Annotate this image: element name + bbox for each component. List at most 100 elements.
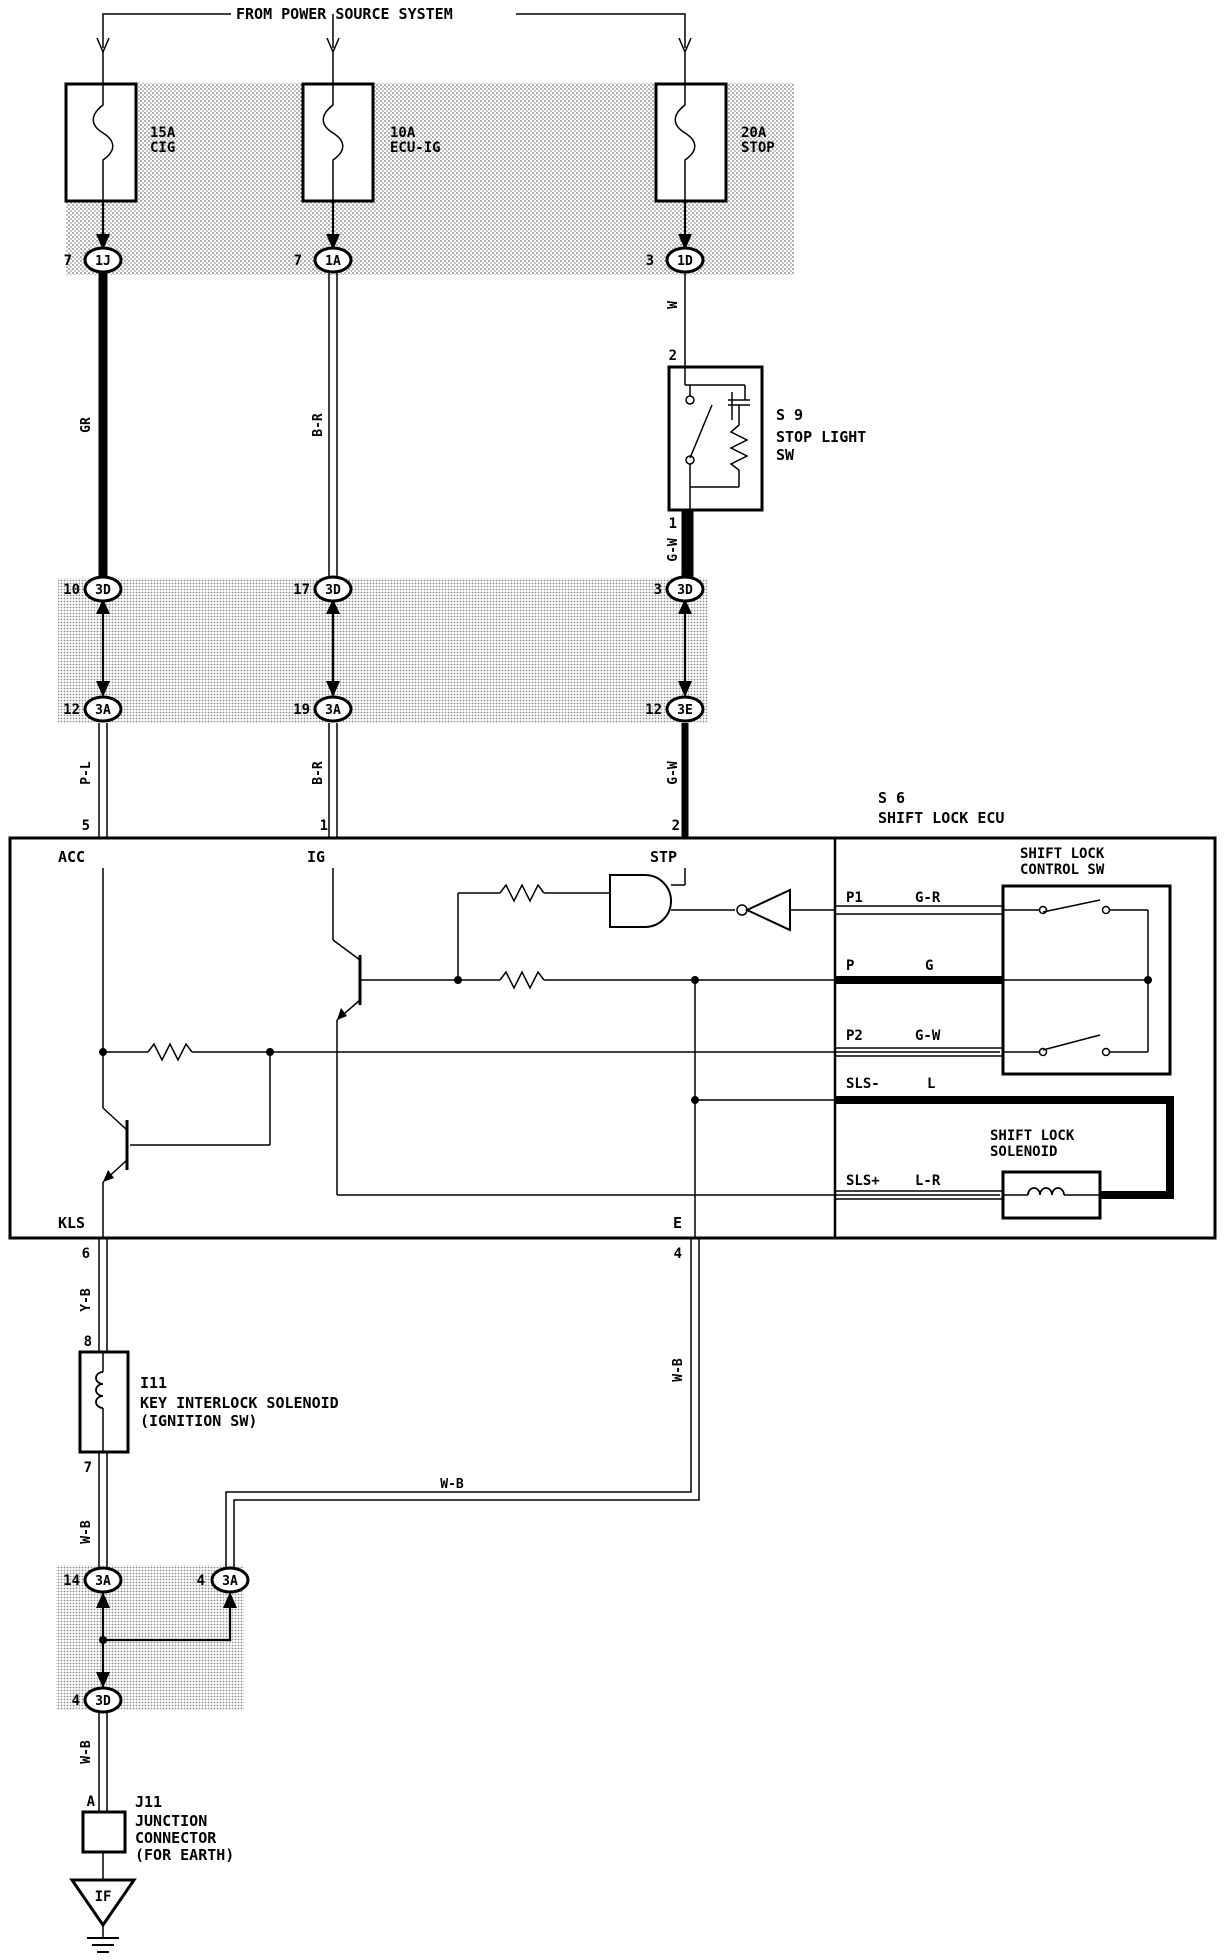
- fuse-ecu-ig: 10A ECU-IG: [301, 52, 441, 203]
- terminal-sls-plus: SLS+: [846, 1173, 880, 1189]
- wire-label-g-w-upper: G-W: [666, 538, 681, 562]
- connector-c11-code: 3A: [222, 1574, 238, 1589]
- terminal-p1-color: G-R: [915, 890, 941, 906]
- fuse-stop-rating: 20A: [741, 125, 767, 141]
- j11-name-1: JUNCTION: [135, 1812, 207, 1830]
- wire-w-b-e: [225, 1238, 700, 1567]
- connector-c1: 1J 7: [64, 246, 123, 274]
- junction-block-shade-bottom: [56, 1565, 244, 1710]
- connector-c10-code: 3A: [95, 1574, 111, 1589]
- connector-c5-pin: 17: [293, 582, 310, 598]
- terminal-p2: P2: [846, 1028, 863, 1044]
- terminal-p: P: [846, 958, 854, 974]
- key-interlock-solenoid: 8 7 I11 KEY INTERLOCK SOLENOID (IGNITION…: [78, 1334, 339, 1476]
- fuse-stop-name: STOP: [741, 140, 775, 156]
- fuse-ecu-ig-name: ECU-IG: [390, 140, 441, 156]
- connector-c4-code: 3D: [95, 583, 111, 598]
- control-sw-label-2: CONTROL SW: [1020, 862, 1105, 878]
- ecu-name: SHIFT LOCK ECU: [878, 809, 1004, 827]
- connector-c8-code: 3A: [325, 703, 341, 718]
- connector-c3-pin: 3: [646, 253, 654, 269]
- connector-c7: 3A 12: [63, 695, 123, 723]
- solenoid-label-1: SHIFT LOCK: [990, 1128, 1075, 1144]
- connector-c3-code: 1D: [677, 254, 693, 269]
- terminal-sls-minus: SLS-: [846, 1076, 880, 1092]
- wire-label-b-r-upper: B-R: [311, 413, 326, 437]
- j11-name-2: CONNECTOR: [135, 1829, 217, 1847]
- ecu-terminal-acc: ACC: [58, 848, 85, 866]
- connector-c8: 3A 19: [293, 695, 353, 723]
- stop-switch-name-1: STOP LIGHT: [776, 428, 866, 446]
- wire-label-b-r-lower: B-R: [311, 761, 326, 785]
- wire-w-b-bottom: [98, 1712, 108, 1812]
- fuse-ecu-ig-rating: 10A: [390, 125, 416, 141]
- wire-label-w-b-horizontal: W-B: [440, 1477, 464, 1492]
- terminal-p-color: G: [925, 958, 933, 974]
- fuse-cig-rating: 15A: [150, 125, 176, 141]
- connector-c10: 3A 14: [63, 1566, 123, 1594]
- connector-c4-pin: 10: [63, 582, 80, 598]
- ecu-code: S 6: [878, 789, 905, 807]
- connector-c10-pin: 14: [63, 1573, 80, 1589]
- control-sw-label-1: SHIFT LOCK: [1020, 846, 1105, 862]
- junction-arrows-middle: [96, 599, 692, 697]
- wire-label-w-b-e: W-B: [671, 1358, 686, 1382]
- ecu-terminal-ig: IG: [307, 848, 325, 866]
- connector-c6-code: 3D: [677, 583, 693, 598]
- connector-c8-pin: 19: [293, 702, 310, 718]
- ecu-terminal-stp: STP: [650, 848, 677, 866]
- stop-light-switch: 2 1 S 9 STOP LIGHT SW: [667, 348, 866, 532]
- connector-c6: 3D 3: [654, 575, 705, 603]
- j11-name-3: (FOR EARTH): [135, 1846, 234, 1864]
- stop-switch-code: S 9: [776, 406, 803, 424]
- ecu-pin-ig: 1: [320, 818, 328, 834]
- ecu-terminal-e: E: [673, 1214, 682, 1232]
- ecu-terminal-kls: KLS: [58, 1214, 85, 1232]
- wire-label-w-b-bottom: W-B: [79, 1740, 94, 1764]
- wire-y-b: [98, 1238, 108, 1352]
- wire-label-g-w-lower: G-W: [666, 761, 681, 785]
- ecu-pin-stp: 2: [672, 818, 680, 834]
- i11-pin-bottom: 7: [84, 1460, 92, 1476]
- connector-c12-pin: 4: [72, 1693, 80, 1709]
- connector-c1-code: 1J: [95, 254, 111, 269]
- connector-c2-pin: 7: [294, 253, 302, 269]
- power-source-header: FROM POWER SOURCE SYSTEM: [96, 5, 692, 54]
- shift-lock-control-switch: SHIFT LOCK CONTROL SW: [1001, 846, 1172, 1076]
- connector-c5-code: 3D: [325, 583, 341, 598]
- i11-name-1: KEY INTERLOCK SOLENOID: [140, 1394, 339, 1412]
- connector-c4: 3D 10: [63, 575, 123, 603]
- connector-c9-pin: 12: [645, 702, 662, 718]
- connector-c7-pin: 12: [63, 702, 80, 718]
- wire-label-w: W: [666, 301, 681, 309]
- connector-c6-pin: 3: [654, 582, 662, 598]
- wire-label-y-b: Y-B: [79, 1288, 94, 1312]
- connector-c9-code: 3E: [677, 703, 693, 718]
- j11-code: J11: [135, 1793, 162, 1811]
- wire-p-l: [98, 723, 108, 838]
- connector-c9: 3E 12: [645, 695, 705, 723]
- earth-code: IF: [95, 1889, 112, 1905]
- connector-c1-pin: 7: [64, 253, 72, 269]
- i11-pin-top: 8: [84, 1334, 92, 1350]
- connector-c12: 3D 4: [72, 1686, 123, 1714]
- junction-links-bottom: [96, 1592, 237, 1688]
- j11-pin: A: [87, 1794, 96, 1810]
- terminal-sls-minus-color: L: [927, 1076, 935, 1092]
- terminal-p1: P1: [846, 890, 863, 906]
- ecu-pin-acc: 5: [82, 818, 90, 834]
- power-source-label: FROM POWER SOURCE SYSTEM: [236, 5, 453, 23]
- connector-c12-code: 3D: [95, 1694, 111, 1709]
- shift-lock-solenoid: SHIFT LOCK SOLENOID: [990, 1128, 1102, 1220]
- stop-switch-pin-bottom: 1: [669, 516, 677, 532]
- fuse-cig: 15A CIG: [64, 52, 176, 203]
- terminal-p2-color: G-W: [915, 1028, 941, 1044]
- connector-c7-code: 3A: [95, 703, 111, 718]
- wire-label-p-l: P-L: [79, 761, 94, 785]
- connector-c2-code: 1A: [325, 254, 341, 269]
- ecu-pin-kls: 6: [82, 1246, 90, 1262]
- wire-b-r-lower: [328, 723, 338, 838]
- earth-ground: IF: [69, 1878, 137, 1953]
- connector-c5: 3D 17: [293, 575, 353, 603]
